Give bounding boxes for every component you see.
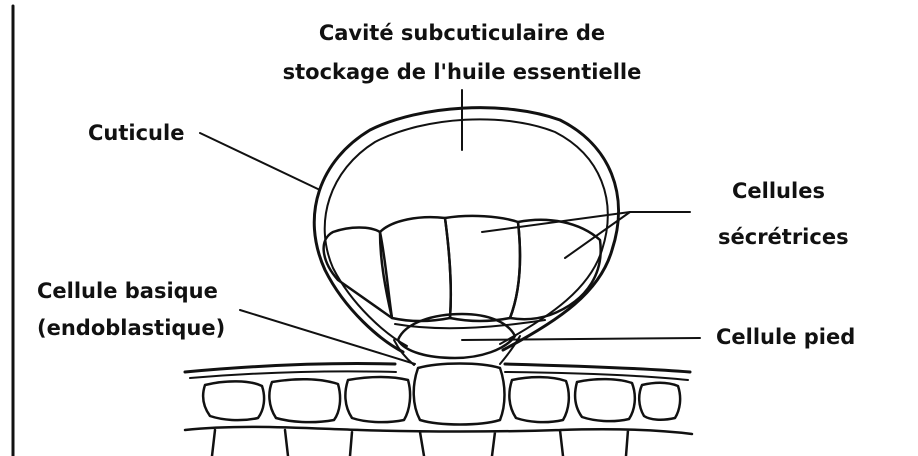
epidermis-layer [185, 363, 692, 456]
epidermal-cell-3 [345, 377, 410, 422]
leader-cuticule [200, 133, 320, 190]
leader-basique [240, 310, 415, 364]
epidermal-cell-4 [509, 377, 568, 422]
label-pied: Cellule pied [716, 325, 855, 349]
epidermal-cell-5 [575, 379, 635, 421]
lower-tissue-cells [185, 427, 692, 456]
label-cellules-line1: Cellules [732, 179, 825, 203]
label-basique-line2: (endoblastique) [37, 316, 225, 340]
epidermal-cell-6 [639, 383, 680, 420]
leader-lines [200, 90, 700, 364]
label-cavite-line1: Cavité subcuticulaire de [319, 21, 605, 45]
leader-pied [462, 338, 700, 340]
label-cuticule: Cuticule [88, 121, 184, 145]
label-cellules-line2: sécrétrices [718, 225, 849, 249]
label-basique-line1: Cellule basique [37, 279, 218, 303]
epidermal-cell-2 [269, 379, 340, 422]
secretory-cell-4 [510, 220, 601, 319]
label-cavite-line2: stockage de l'huile essentielle [283, 60, 642, 84]
epidermal-cell-1 [203, 381, 264, 420]
basal-cell [414, 364, 505, 425]
